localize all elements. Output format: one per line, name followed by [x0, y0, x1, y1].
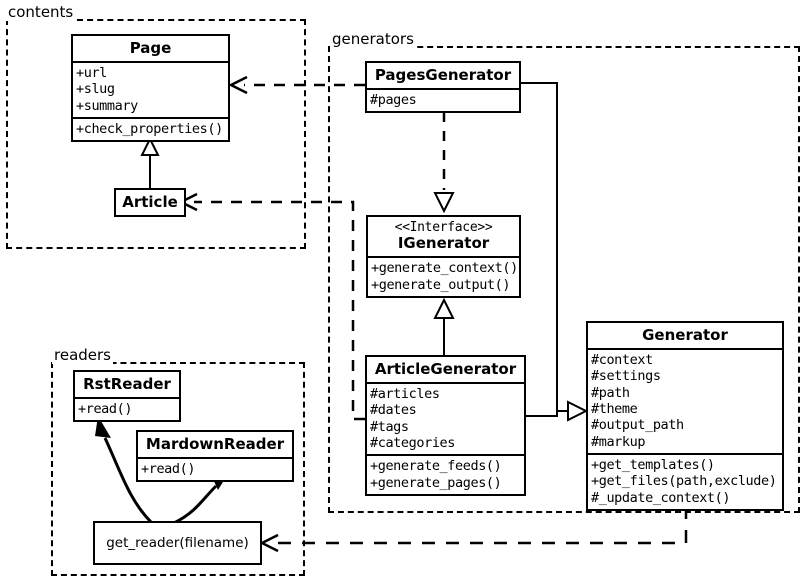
method: #_update_context(): [591, 489, 731, 506]
attribute: #pages: [370, 92, 417, 109]
class-article-generator-attributes: #articles #dates #tags #categories: [367, 382, 524, 454]
attribute: #categories: [370, 435, 456, 452]
class-rst-reader-title: RstReader: [83, 375, 171, 393]
attribute: #theme: [591, 401, 638, 418]
package-contents: [6, 19, 306, 249]
method: +generate_output(): [371, 276, 511, 293]
method: +read(): [141, 461, 196, 478]
package-readers-label: readers: [52, 346, 113, 364]
class-article-title: Article: [122, 193, 178, 211]
class-igenerator-title: <<Interface>> IGenerator: [368, 217, 519, 256]
class-page-attributes: +url +slug +summary: [73, 61, 228, 117]
class-igenerator[interactable]: <<Interface>> IGenerator +generate_conte…: [366, 215, 521, 298]
class-igenerator-stereotype: <<Interface>>: [394, 220, 493, 235]
attribute: #context: [591, 352, 653, 369]
class-article[interactable]: Article: [114, 188, 186, 218]
class-pages-generator-attributes: #pages: [367, 88, 519, 111]
class-page-title: Page: [129, 39, 172, 57]
class-pages-generator[interactable]: PagesGenerator #pages: [365, 61, 521, 114]
attribute: +slug: [76, 81, 115, 98]
method: +get_files(path,exclude): [591, 473, 777, 490]
attribute: #settings: [591, 368, 661, 385]
package-contents-label: contents: [6, 3, 76, 21]
package-generators-label: generators: [330, 30, 416, 48]
class-mardown-reader[interactable]: MardownReader +read(): [136, 430, 294, 483]
class-generator-methods: +get_templates() +get_files(path,exclude…: [588, 452, 782, 509]
class-generator[interactable]: Generator #context #settings #path #them…: [586, 321, 784, 511]
attribute: #articles: [370, 386, 440, 403]
attribute: #markup: [591, 433, 646, 450]
class-rst-reader[interactable]: RstReader +read(): [73, 370, 181, 423]
method: +check_properties(): [76, 121, 223, 138]
attribute: +summary: [76, 97, 138, 114]
method: +generate_context(): [371, 260, 518, 277]
method: +generate_pages(): [370, 474, 502, 491]
attribute: +url: [76, 65, 107, 82]
class-article-generator-methods: +generate_feeds() +generate_pages(): [367, 454, 524, 494]
class-pages-generator-title: PagesGenerator: [374, 66, 512, 84]
class-mardown-reader-title: MardownReader: [145, 435, 285, 453]
class-mardown-reader-methods: +read(): [138, 457, 292, 480]
package-readers: [51, 362, 305, 576]
class-page[interactable]: Page +url +slug +summary +check_properti…: [71, 34, 230, 143]
attribute: #path: [591, 384, 630, 401]
class-rst-reader-methods: +read(): [75, 397, 179, 420]
attribute: #dates: [370, 402, 417, 419]
class-article-generator[interactable]: ArticleGenerator #articles #dates #tags …: [365, 355, 526, 496]
attribute: #output_path: [591, 417, 684, 434]
class-page-methods: +check_properties(): [73, 117, 228, 140]
attribute: #tags: [370, 418, 409, 435]
class-igenerator-methods: +generate_context() +generate_output(): [368, 256, 519, 296]
class-igenerator-name: IGenerator: [397, 234, 490, 253]
class-generator-attributes: #context #settings #path #theme #output_…: [588, 348, 782, 453]
class-article-generator-title: ArticleGenerator: [374, 360, 517, 378]
method: +get_templates(): [591, 456, 715, 473]
function-get-reader-label: get_reader(filename): [106, 535, 249, 551]
method: +generate_feeds(): [370, 458, 502, 475]
function-get-reader[interactable]: get_reader(filename): [93, 521, 262, 565]
class-generator-title: Generator: [642, 326, 728, 344]
method: +read(): [78, 401, 133, 418]
